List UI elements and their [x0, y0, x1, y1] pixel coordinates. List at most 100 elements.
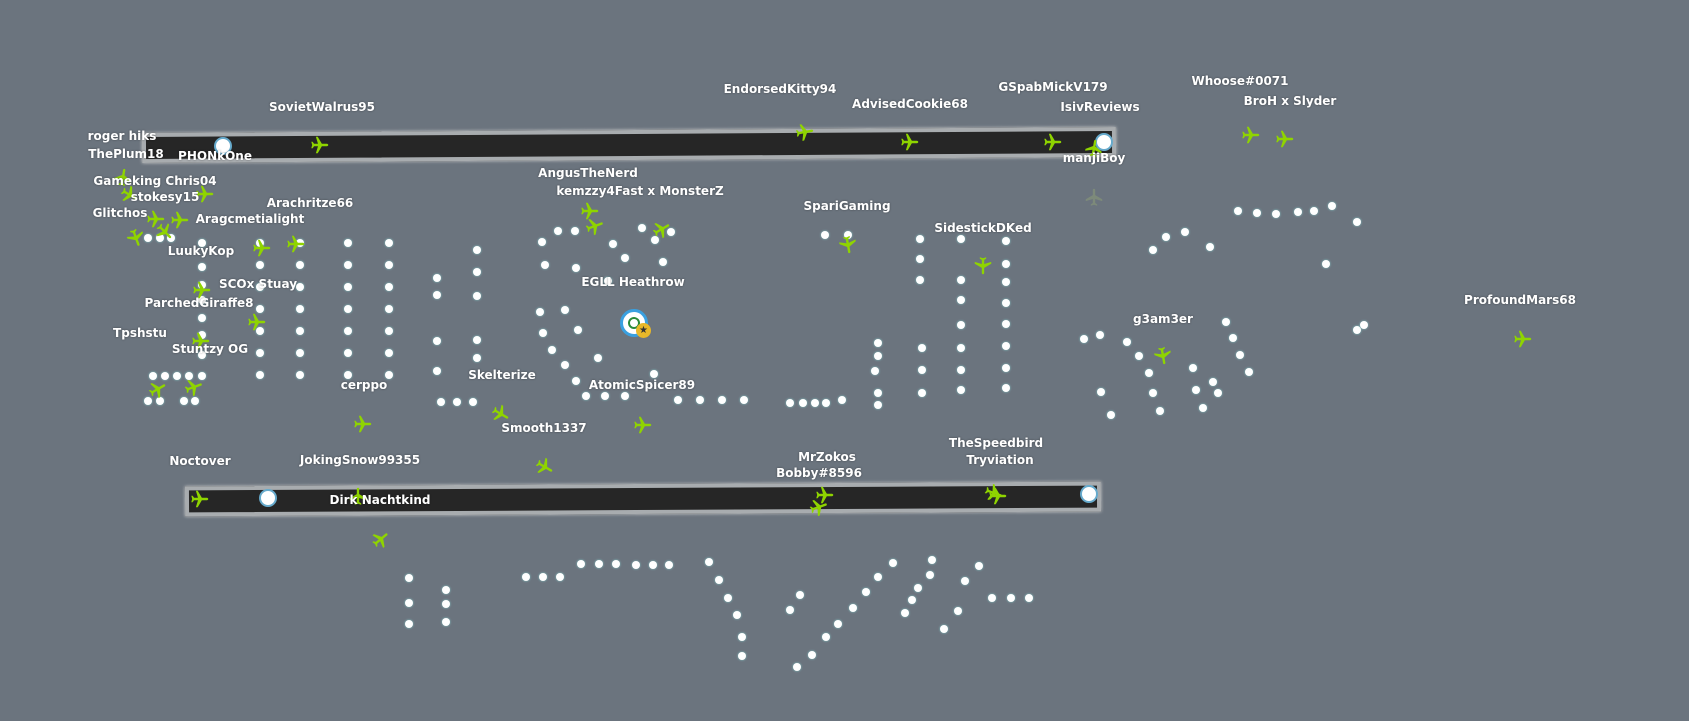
pilot-label[interactable]: AngusTheNerd	[538, 166, 638, 180]
pilot-label[interactable]: Aragcmetialight	[195, 212, 305, 226]
aircraft-icon[interactable]	[530, 452, 560, 482]
pilot-label[interactable]: EndorsedKitty94	[723, 82, 837, 96]
pilot-label[interactable]: roger hiks	[87, 129, 157, 143]
aircraft-icon[interactable]	[143, 374, 173, 404]
taxiway-marker	[385, 283, 393, 291]
pilot-label[interactable]: SCOx Stuay	[218, 277, 298, 291]
aircraft-icon[interactable]	[145, 208, 167, 230]
aircraft-icon[interactable]	[1081, 135, 1106, 160]
aircraft-icon[interactable]	[149, 216, 180, 247]
taxiway-marker	[793, 663, 801, 671]
taxiway-marker	[1310, 207, 1318, 215]
pilot-label[interactable]: Gameking Chris04	[93, 174, 217, 188]
pilot-label[interactable]: JokingSnow99355	[299, 453, 421, 467]
taxiway-marker	[296, 349, 304, 357]
pilot-label[interactable]: ParchedGiraffe8	[144, 296, 254, 310]
taxiway-marker	[849, 604, 857, 612]
aircraft-icon[interactable]	[191, 279, 213, 301]
aircraft-icon[interactable]	[1083, 186, 1105, 208]
aircraft-icon[interactable]	[1240, 124, 1262, 146]
pilot-label[interactable]: SpariGaming	[803, 199, 891, 213]
taxiway-marker	[1360, 321, 1368, 329]
taxiway-marker	[296, 371, 304, 379]
pilot-label[interactable]: Tryviation	[966, 453, 1034, 467]
taxiway-marker	[577, 560, 585, 568]
pilot-label[interactable]: AtomicSpicer89	[588, 378, 696, 392]
taxiway-marker	[957, 366, 965, 374]
pilot-label[interactable]: Noctover	[169, 454, 231, 468]
pilot-label[interactable]: MrZokos	[798, 450, 856, 464]
pilot-label[interactable]: ProfoundMars68	[1464, 293, 1576, 307]
taxiway-marker	[916, 276, 924, 284]
aircraft-icon[interactable]	[486, 399, 516, 429]
aircraft-icon[interactable]	[814, 484, 836, 506]
aircraft-icon[interactable]	[1150, 343, 1175, 368]
taxiway-marker	[1222, 318, 1230, 326]
taxiway-marker	[1007, 594, 1015, 602]
aircraft-icon[interactable]	[347, 485, 369, 507]
aircraft-icon[interactable]	[1042, 131, 1064, 153]
pilot-label[interactable]: Tpshstu	[113, 326, 167, 340]
pilot-label[interactable]: TheSpeedbird	[948, 436, 1044, 450]
aircraft-icon[interactable]	[194, 183, 216, 205]
pilot-label[interactable]: manjiBoy	[1062, 151, 1126, 165]
taxiway-marker	[256, 349, 264, 357]
aircraft-icon[interactable]	[309, 134, 331, 156]
pilot-label[interactable]: Skelterize	[468, 368, 536, 382]
aircraft-icon[interactable]	[972, 255, 994, 277]
aircraft-icon[interactable]	[110, 164, 135, 189]
pilot-label[interactable]: ThePlum18	[88, 147, 164, 161]
aircraft-icon[interactable]	[792, 119, 817, 144]
aircraft-icon[interactable]	[285, 233, 307, 255]
pilot-label[interactable]: SovietWalrus95	[268, 100, 376, 114]
aircraft-icon[interactable]	[246, 311, 268, 333]
pilot-label[interactable]: Dirk Nachtkind	[329, 493, 431, 507]
pilot-label[interactable]: Glitchos	[92, 206, 148, 220]
pilot-label[interactable]: PHONkOne	[178, 149, 252, 163]
aircraft-icon[interactable]	[980, 479, 1008, 507]
aircraft-icon[interactable]	[115, 180, 145, 210]
aircraft-icon[interactable]	[169, 209, 191, 231]
airport-label[interactable]: EGLL Heathrow	[581, 275, 685, 289]
pilot-label[interactable]: IsivReviews	[1060, 100, 1140, 114]
aircraft-icon[interactable]	[987, 485, 1009, 507]
taxiway-marker	[1192, 386, 1200, 394]
pilot-label[interactable]: cerppo	[340, 378, 388, 392]
aircraft-icon[interactable]	[579, 200, 601, 222]
taxiway-marker	[715, 576, 723, 584]
aircraft-icon[interactable]	[1512, 328, 1534, 350]
pilot-label[interactable]: stokesy15	[130, 190, 200, 204]
pilot-label[interactable]: g3am3er	[1133, 312, 1193, 326]
pilot-label[interactable]: Stuntzy OG	[171, 342, 249, 356]
taxiway-marker	[604, 277, 612, 285]
aircraft-icon[interactable]	[647, 214, 677, 244]
aircraft-icon[interactable]	[581, 212, 609, 240]
taxiway-marker	[433, 367, 441, 375]
aircraft-icon[interactable]	[899, 131, 921, 153]
pilot-label[interactable]: LuukyKop	[167, 244, 235, 258]
pilot-label[interactable]: Whoose#0071	[1191, 74, 1289, 88]
aircraft-icon[interactable]	[366, 524, 397, 555]
aircraft-icon[interactable]	[805, 493, 833, 521]
aircraft-icon[interactable]	[122, 224, 150, 252]
aircraft-icon[interactable]	[189, 488, 211, 510]
pilot-label[interactable]: Arachritze66	[266, 196, 354, 210]
aircraft-icon[interactable]	[190, 330, 212, 352]
aircraft-icon[interactable]	[1274, 128, 1296, 150]
aircraft-icon[interactable]	[251, 237, 273, 259]
aircraft-icon[interactable]	[632, 414, 654, 436]
pilot-label[interactable]: GSpabMickV179	[998, 80, 1108, 94]
taxiway-marker	[198, 372, 206, 380]
taxiway-marker	[433, 337, 441, 345]
pilot-label[interactable]: BroH x Slyder	[1243, 94, 1337, 108]
aircraft-icon[interactable]	[352, 413, 374, 435]
aircraft-icon[interactable]	[180, 373, 208, 401]
pilot-label[interactable]: Smooth1337	[501, 421, 587, 435]
pilot-label[interactable]: Bobby#8596	[776, 466, 862, 480]
pilot-label[interactable]: kemzzy4Fast x MonsterZ	[556, 184, 724, 198]
taxiway-marker	[1149, 246, 1157, 254]
pilot-label[interactable]: AdvisedCookie68	[852, 97, 968, 111]
aircraft-icon[interactable]	[835, 232, 860, 257]
pilot-label[interactable]: SidestickDKed	[934, 221, 1032, 235]
taxiway-marker	[198, 263, 206, 271]
